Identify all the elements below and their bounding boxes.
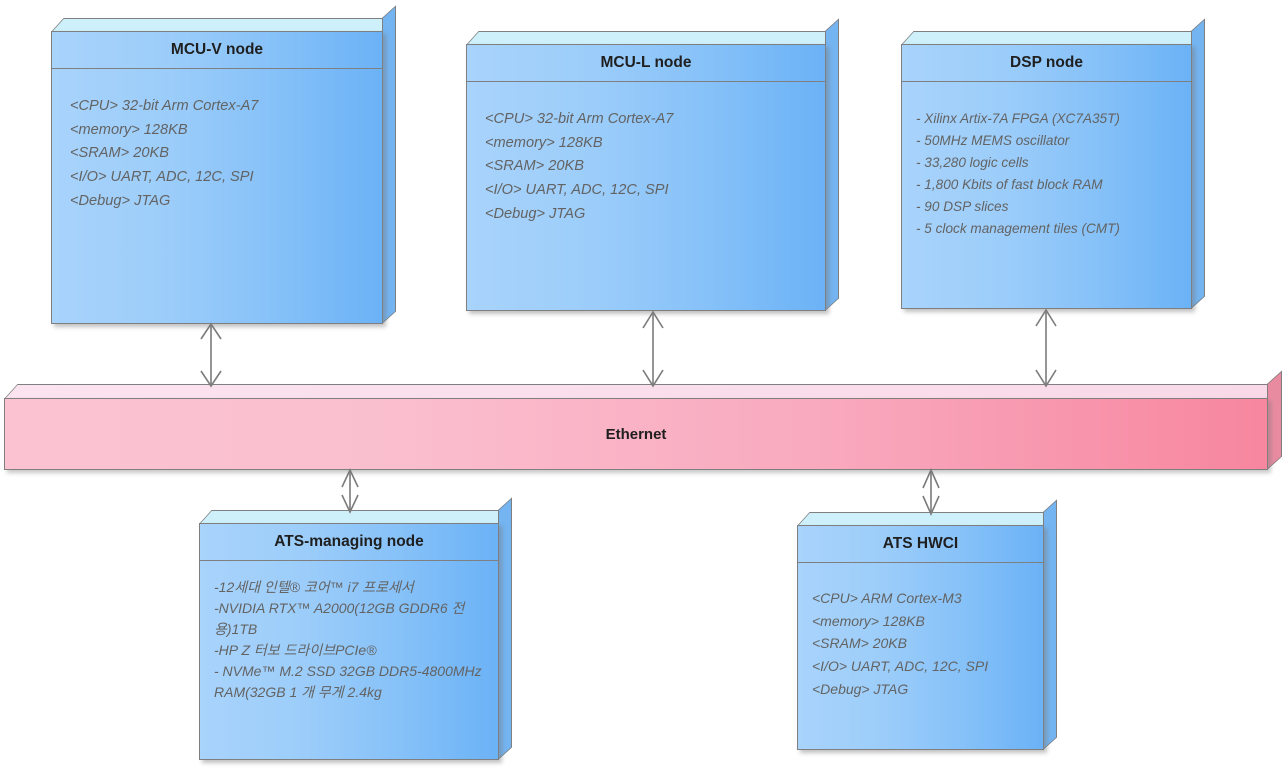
node-front-face: MCU-V node <CPU> 32-bit Arm Cortex-A7 <m…: [51, 31, 383, 324]
node-ats-hwci[interactable]: ATS HWCI <CPU> ARM Cortex-M3 <memory> 12…: [797, 499, 1057, 750]
node-top-face: [466, 31, 839, 45]
node-spec-line: - NVMe™ M.2 SSD 32GB DDR5-4800MHz RAM(32…: [214, 663, 482, 700]
node-spec-line: - 1,800 Kbits of fast block RAM: [916, 177, 1103, 193]
connector-bus-to-ats-hwci: [922, 468, 940, 516]
node-side-face: [498, 497, 512, 760]
connector-bus-to-ats-managing: [341, 468, 359, 514]
node-side-face: [382, 5, 396, 324]
node-dsp[interactable]: DSP node - Xilinx Artix-7A FPGA (XC7A35T…: [901, 18, 1205, 309]
node-spec-line: <memory> 128KB: [485, 134, 603, 151]
node-title: MCU-L node: [467, 45, 825, 82]
node-spec-line: <Debug> JTAG: [812, 680, 909, 697]
node-spec-list: <CPU> 32-bit Arm Cortex-A7 <memory> 128K…: [52, 69, 382, 323]
node-spec-line: <CPU> ARM Cortex-M3: [812, 590, 962, 606]
node-spec-line: <SRAM> 20KB: [485, 158, 584, 175]
node-spec-line: <CPU> 32-bit Arm Cortex-A7: [70, 98, 259, 114]
node-title: ATS HWCI: [798, 526, 1043, 563]
node-side-face: [825, 18, 839, 311]
connector-mcu-v-to-bus: [200, 322, 222, 388]
node-front-face: ATS HWCI <CPU> ARM Cortex-M3 <memory> 12…: [797, 525, 1044, 750]
node-spec-line: <I/O> UART, ADC, 12C, SPI: [485, 181, 669, 198]
node-spec-line: <Debug> JTAG: [485, 205, 586, 222]
node-front-face: DSP node - Xilinx Artix-7A FPGA (XC7A35T…: [901, 44, 1192, 309]
node-spec-list: -12세대 인텔® 코어™ i7 프로세서 -NVIDIA RTX™ A2000…: [200, 561, 498, 759]
node-spec-line: -HP Z 터보 드라이브PCIe®: [214, 642, 377, 658]
connector-dsp-to-bus: [1035, 308, 1057, 388]
node-spec-line: <memory> 128KB: [812, 612, 925, 629]
node-ats-managing[interactable]: ATS-managing node -12세대 인텔® 코어™ i7 프로세서 …: [199, 497, 512, 760]
node-spec-line: -NVIDIA RTX™ A2000(12GB GDDR6 전용)1TB: [214, 600, 465, 637]
bus-front-face: Ethernet: [4, 398, 1268, 470]
ethernet-bus[interactable]: Ethernet: [4, 370, 1282, 470]
node-spec-line: <SRAM> 20KB: [812, 635, 907, 652]
node-top-face: [901, 31, 1205, 45]
node-title: ATS-managing node: [200, 524, 498, 561]
node-front-face: ATS-managing node -12세대 인텔® 코어™ i7 프로세서 …: [199, 523, 499, 760]
connector-mcu-l-to-bus: [642, 310, 664, 388]
node-spec-line: <I/O> UART, ADC, 12C, SPI: [812, 658, 989, 675]
bus-side-face: [1267, 370, 1282, 470]
node-title: DSP node: [902, 45, 1191, 82]
node-spec-list: <CPU> 32-bit Arm Cortex-A7 <memory> 128K…: [467, 82, 825, 310]
node-spec-line: <CPU> 32-bit Arm Cortex-A7: [485, 111, 674, 127]
node-side-face: [1043, 499, 1057, 750]
node-side-face: [1191, 18, 1205, 309]
node-top-face: [51, 18, 396, 32]
node-spec-line: <I/O> UART, ADC, 12C, SPI: [70, 168, 254, 185]
node-spec-list: - Xilinx Artix-7A FPGA (XC7A35T) - 50MHz…: [902, 82, 1191, 308]
node-spec-line: - 90 DSP slices: [916, 199, 1009, 215]
node-spec-line: - 5 clock management tiles (CMT): [916, 221, 1120, 237]
node-front-face: MCU-L node <CPU> 32-bit Arm Cortex-A7 <m…: [466, 44, 826, 311]
node-mcu-v[interactable]: MCU-V node <CPU> 32-bit Arm Cortex-A7 <m…: [51, 5, 396, 324]
node-spec-line: <SRAM> 20KB: [70, 145, 169, 162]
node-spec-list: <CPU> ARM Cortex-M3 <memory> 128KB <SRAM…: [798, 563, 1043, 749]
node-spec-line: - 33,280 logic cells: [916, 155, 1029, 171]
node-spec-line: -12세대 인텔® 코어™ i7 프로세서: [214, 579, 414, 595]
node-spec-line: - Xilinx Artix-7A FPGA (XC7A35T): [916, 111, 1120, 126]
bus-label: Ethernet: [605, 425, 667, 443]
node-spec-line: <memory> 128KB: [70, 121, 188, 138]
node-spec-line: - 50MHz MEMS oscillator: [916, 133, 1070, 149]
node-title: MCU-V node: [52, 32, 382, 69]
node-mcu-l[interactable]: MCU-L node <CPU> 32-bit Arm Cortex-A7 <m…: [466, 18, 839, 311]
node-spec-line: <Debug> JTAG: [70, 192, 171, 209]
